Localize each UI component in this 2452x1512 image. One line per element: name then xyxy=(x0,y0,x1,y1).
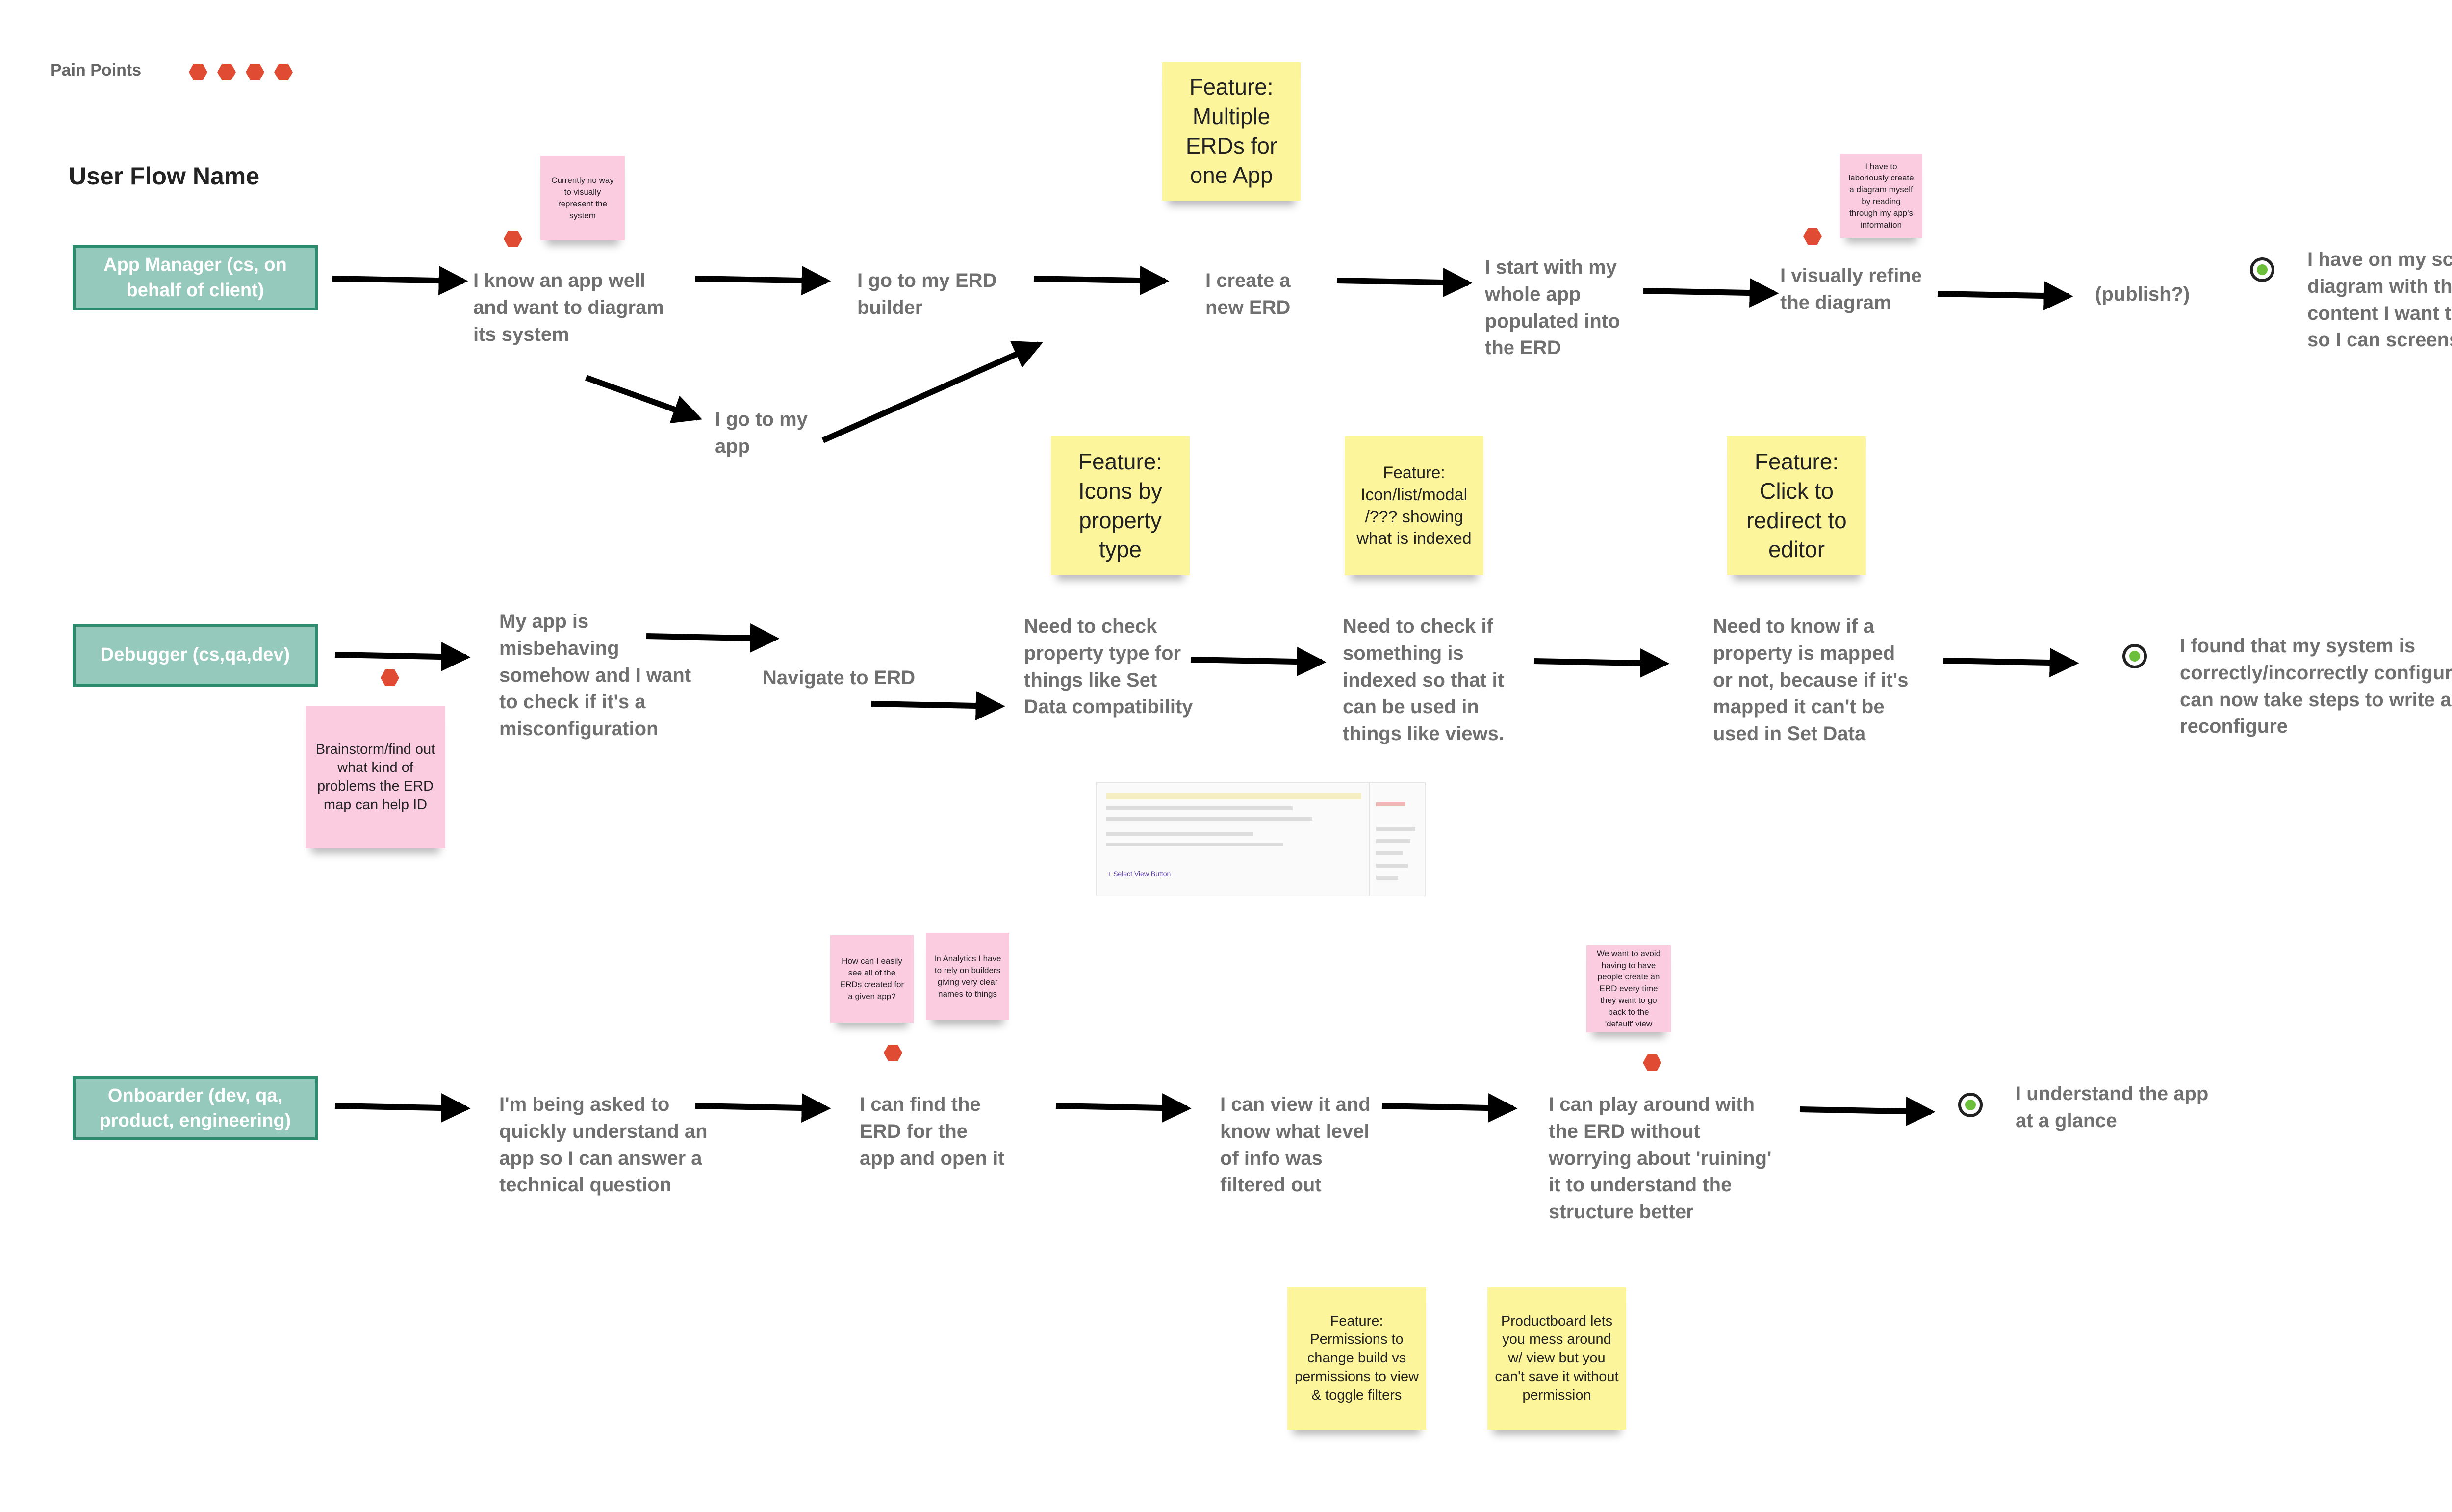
arrow xyxy=(1533,648,1670,678)
pain-point-sticky: How can I easily see all of the ERDs cre… xyxy=(830,935,914,1023)
arrow xyxy=(334,642,471,672)
arrow xyxy=(332,266,468,296)
arrow xyxy=(1055,1093,1192,1123)
step-check-indexed: Need to check if something is indexed so… xyxy=(1343,615,1505,745)
step-check-mapped: Need to know if a property is mapped or … xyxy=(1713,615,1909,745)
step-find-erd: I can find the ERD for the app and open … xyxy=(860,1094,1005,1169)
arrow xyxy=(1381,1093,1518,1123)
step-navigate-erd: Navigate to ERD xyxy=(763,667,916,689)
arrow xyxy=(1336,268,1473,298)
feature-sticky: Feature: Click to redirect to editor xyxy=(1727,436,1866,575)
arrow xyxy=(871,691,1005,721)
arrow xyxy=(695,266,831,296)
arrow xyxy=(1943,648,2079,678)
feature-sticky: Feature: Icon/list/modal /??? showing wh… xyxy=(1345,436,1483,575)
actor-onboarder: Onboarder (dev, qa, product, engineering… xyxy=(73,1076,318,1140)
step-play-around: I can play around with the ERD without w… xyxy=(1549,1094,1772,1223)
step-goal-configured: I found that my system is correctly/inco… xyxy=(2180,635,2452,738)
arrow xyxy=(334,1093,471,1123)
arrow xyxy=(646,623,780,653)
hexagon-icon xyxy=(217,64,236,80)
step-app-misbehaving: My app is misbehaving somehow and I want… xyxy=(499,611,691,740)
step-start-populated: I start with my whole app populated into… xyxy=(1485,256,1620,359)
embedded-screenshot: + Select View Button xyxy=(1096,782,1426,896)
step-check-property-type: Need to check property type for things l… xyxy=(1024,615,1193,718)
arrow xyxy=(695,1093,831,1123)
arrow xyxy=(1190,647,1327,677)
goal-target-icon xyxy=(2122,644,2147,668)
hexagon-icon xyxy=(504,231,522,247)
hexagon-icon xyxy=(884,1045,902,1061)
step-view-filtered: I can view it and know what level of inf… xyxy=(1220,1094,1371,1196)
actor-debugger: Debugger (cs,qa,dev) xyxy=(73,624,318,687)
arrow xyxy=(1799,1097,1936,1127)
hexagon-icon xyxy=(189,64,207,80)
arrow xyxy=(585,375,703,424)
feature-sticky: Feature: Icons by property type xyxy=(1051,436,1190,575)
feature-sticky: Feature: Permissions to change build vs … xyxy=(1287,1287,1426,1430)
pain-point-sticky: I have to laboriously create a diagram m… xyxy=(1840,154,1922,238)
actor-app-manager: App Manager (cs, on behalf of client) xyxy=(73,245,318,310)
step-publish: (publish?) xyxy=(2095,283,2190,305)
arrow xyxy=(1643,278,1779,308)
feature-sticky: Feature: Multiple ERDs for one App xyxy=(1162,62,1301,201)
step-go-to-app: I go to my app xyxy=(715,409,808,457)
note-sticky: Productboard lets you mess around w/ vie… xyxy=(1487,1287,1626,1430)
step-goal-screenshot: I have on my screen a diagram with the c… xyxy=(2307,249,2452,351)
pain-point-sticky: We want to avoid having to have people c… xyxy=(1586,945,1671,1032)
select-view-button-link: + Select View Button xyxy=(1107,870,1171,878)
pain-point-sticky: In Analytics I have to rely on builders … xyxy=(926,933,1009,1020)
step-go-to-erd-builder: I go to my ERD builder xyxy=(857,270,997,318)
step-create-erd: I create a new ERD xyxy=(1205,270,1291,318)
step-visually-refine: I visually refine the diagram xyxy=(1780,265,1922,313)
arrow xyxy=(1937,281,2073,311)
pain-point-sticky: Brainstorm/find out what kind of problem… xyxy=(306,706,445,848)
step-asked-to-understand: I'm being asked to quickly understand an… xyxy=(499,1094,708,1196)
pain-point-sticky: Currently no way to visually represent t… xyxy=(540,156,625,240)
step-goal-understand: I understand the app at a glance xyxy=(2016,1083,2209,1131)
arrow xyxy=(821,341,1043,443)
arrow xyxy=(1033,266,1170,296)
goal-target-icon xyxy=(1958,1093,1983,1117)
goal-target-icon xyxy=(2250,257,2274,282)
flow-title: User Flow Name xyxy=(69,162,260,190)
legend-label: Pain Points xyxy=(51,61,142,79)
step-know-app: I know an app well and want to diagram i… xyxy=(473,270,664,345)
